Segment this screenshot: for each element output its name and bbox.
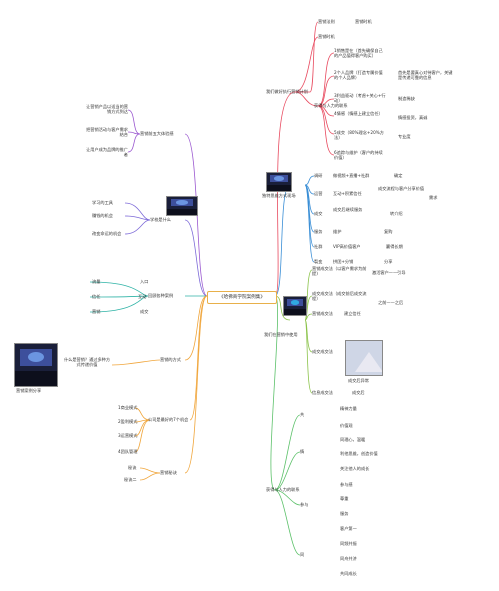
node-bn1: 让营销产品以适当的营销方式到达	[86, 104, 128, 115]
node-rs14[interactable]: 同	[300, 552, 305, 557]
node-b6[interactable]: 3利益驱动（考虑+关心+行动）	[334, 93, 386, 104]
node-rs3: 价值观	[340, 423, 353, 428]
node-s20: 分享	[384, 259, 393, 264]
node-b1[interactable]: 营销法则	[318, 19, 335, 24]
event-photo-1	[266, 172, 292, 192]
branch-companies[interactable]: 公司是最好的7个机会	[148, 417, 189, 422]
node-r3[interactable]: 成交成交法（成交前后成交流程）	[312, 291, 367, 302]
node-b11: 专业度	[398, 134, 411, 139]
branch-shaping[interactable]: 我们做好执行营销计划	[266, 89, 308, 94]
node-rs4[interactable]: 情	[300, 449, 305, 454]
event-photo-2	[283, 296, 307, 316]
node-b3[interactable]: 1销售是在（首先确保自己的产品值得客户购买）	[334, 48, 383, 59]
node-b10[interactable]: 5成交（80%理念+20%方法）	[334, 130, 384, 141]
node-rs8[interactable]: 参与	[300, 502, 309, 507]
branch-cases[interactable]: 回顾各种案例	[148, 293, 174, 298]
node-r6: 建立信任	[344, 311, 361, 316]
node-c1: 流量	[92, 279, 101, 284]
node-co4: 4团队管理	[118, 449, 138, 454]
branch-resonance[interactable]: 获得与人力的联系	[266, 487, 300, 492]
branch-learning[interactable]: 学校是什么	[150, 217, 171, 222]
node-b4[interactable]: 2个人品牌（打造专属价值的个人品牌）	[334, 70, 383, 81]
node-c6: 成交	[140, 309, 149, 314]
node-rs9: 参与感	[340, 482, 353, 487]
node-r9[interactable]: 信息成交法	[312, 390, 333, 395]
node-r4: 之前——之后	[378, 300, 404, 305]
node-c3: 信任	[92, 294, 101, 299]
node-co1: 1商业模式	[118, 405, 138, 410]
node-r5[interactable]: 营销成交法	[312, 311, 333, 316]
node-s19: 拼团+分销	[333, 259, 354, 264]
node-b7: 制造稀缺	[398, 96, 415, 101]
stage-pyramid-photo	[345, 340, 383, 376]
branch-bonus[interactable]: 营销前五大体验感	[140, 131, 174, 136]
branch-core[interactable]: 我们在营销中使用	[264, 332, 298, 337]
node-co3: 3运营模式	[118, 433, 138, 438]
node-rs1[interactable]: 共	[300, 412, 305, 417]
node-r7[interactable]: 成交成交法	[312, 349, 333, 354]
node-s2: 做视频+直播+社群	[333, 173, 370, 178]
node-cs1: 什么是营销？通过多种方式传递价值	[63, 357, 111, 368]
node-s3: 确定	[394, 173, 403, 178]
node-s16: VIP高价值客户	[333, 244, 361, 249]
central-topic[interactable]: 《哈佛商学院案例集》	[207, 291, 277, 304]
node-r10: 成交后	[352, 390, 365, 395]
node-cl2: 秘诀二	[124, 477, 137, 482]
node-s8: 成交流程与客户分享价值	[378, 186, 425, 191]
node-s17: 赢得长期	[386, 244, 403, 249]
node-c5: 营销	[92, 309, 101, 314]
node-rs12: 客户第一	[340, 526, 357, 531]
node-rs6: 利他思维，创造价值	[340, 451, 378, 456]
event-photo-4	[14, 343, 58, 387]
node-r1[interactable]: 营销成交法（以客户需求为前提)	[312, 266, 367, 277]
node-bn3: 让用户成为品牌的推广者	[86, 147, 128, 158]
node-c2: 入口	[140, 279, 149, 284]
branch-conclude[interactable]: 营销秘诀	[160, 470, 177, 475]
node-s6: 互动+积累信任	[333, 191, 362, 196]
node-s9[interactable]: 服务	[314, 229, 323, 234]
node-s10: 维护	[333, 229, 342, 234]
branch-roles[interactable]: 营销的方式	[160, 357, 181, 362]
node-rs16: 同舟共济	[340, 556, 357, 561]
node-r8: 成交后异常	[348, 378, 369, 383]
node-s1[interactable]: 调研	[314, 173, 323, 178]
node-s5: 需求	[429, 195, 438, 200]
node-rs15: 同频共振	[340, 541, 357, 546]
node-s14[interactable]: 社群	[314, 244, 323, 249]
node-rs5: 同理心，温暖	[340, 437, 366, 442]
node-s18[interactable]: 裂变	[314, 259, 323, 264]
node-cl1: 秘诀	[128, 465, 137, 470]
node-co2: 2盈利模式	[118, 419, 138, 424]
node-rs10: 尊重	[340, 496, 349, 501]
node-cs2: 营销案例分享	[16, 388, 42, 393]
node-rs17: 共同成长	[340, 571, 357, 576]
node-b9: 情感投资，真诚	[398, 115, 428, 120]
node-b12[interactable]: 6追踪与维护（客户的持续价值）	[334, 150, 383, 161]
node-s12: 复购	[384, 229, 393, 234]
node-rs11: 服务	[340, 511, 349, 516]
node-rs7: 关注他人的成长	[340, 466, 370, 471]
node-b8[interactable]: 4情感（情感上建立信任）	[334, 111, 383, 116]
node-s13: 转介绍	[390, 211, 403, 216]
branch-realization[interactable]: 独特思维方式现场	[262, 193, 296, 198]
node-l2: 赚钱的机会	[92, 213, 113, 218]
node-rs2: 精神力量	[340, 406, 357, 411]
node-b5: 首先是要真心对待客户，关键是传递可靠的信息	[398, 70, 453, 81]
node-bn2: 把营销活动与客户需求结合	[86, 127, 128, 138]
node-s7[interactable]: 成交	[314, 211, 323, 216]
node-s4[interactable]: 运营	[314, 191, 323, 196]
node-r2: 激活客户——引导	[372, 270, 406, 275]
node-l3: 改变命运的机会	[92, 231, 122, 236]
event-photo-3	[166, 196, 198, 216]
node-s11: 成交后继续服务	[333, 207, 363, 212]
node-b1-sub: 营销时机	[355, 19, 372, 24]
node-b2[interactable]: 营销时机	[318, 34, 335, 39]
node-b-group[interactable]: 获得与人力的联系	[314, 103, 348, 108]
node-c4: 互动	[138, 294, 147, 299]
node-l1: 学习的工具	[92, 200, 113, 205]
